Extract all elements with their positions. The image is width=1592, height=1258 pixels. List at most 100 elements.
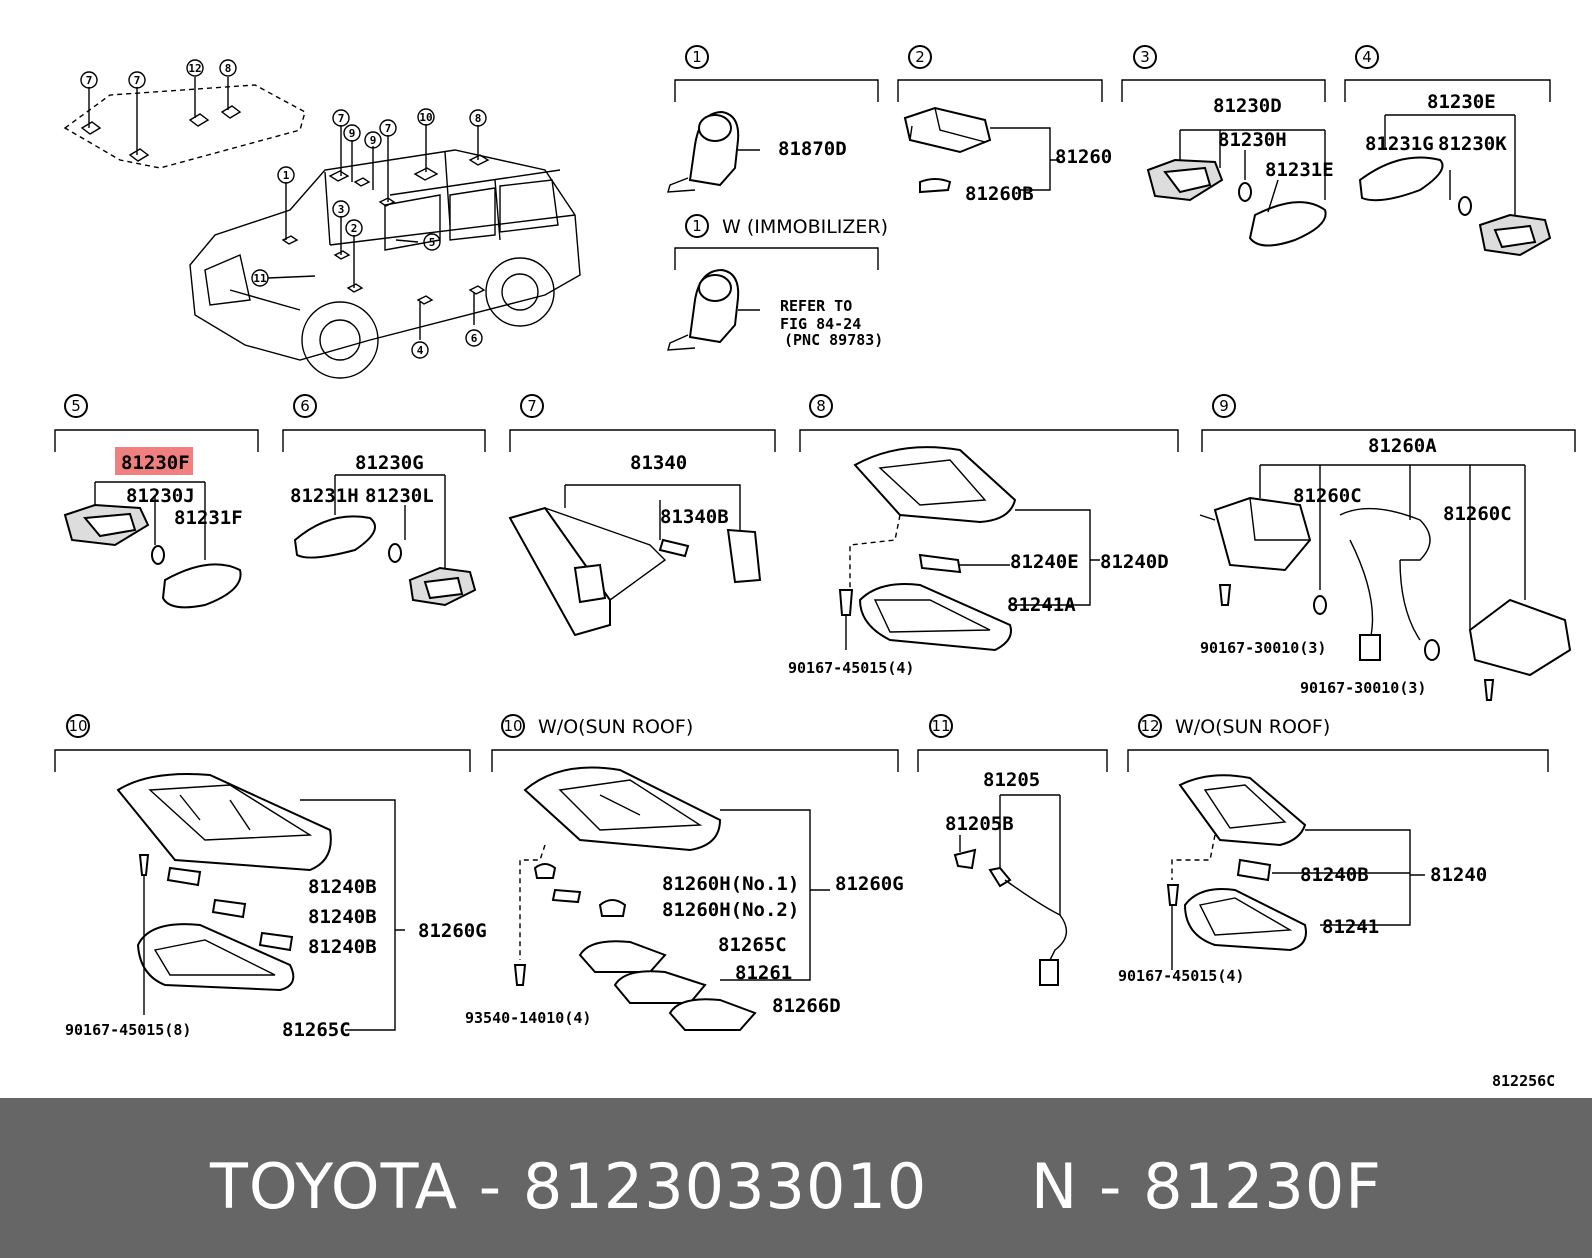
- part-label-81340: 81340: [630, 452, 687, 474]
- part-label-81231F: 81231F: [174, 507, 243, 529]
- part-label-93540-14010: 93540-14010(4): [465, 1009, 591, 1027]
- section-bracket: [509, 429, 776, 452]
- part-label-81230F[interactable]: 81230F: [121, 452, 190, 474]
- footer-ref-prefix: N -: [1030, 1150, 1144, 1223]
- callout-number: 8: [475, 112, 482, 125]
- section-10-header: 10: [54, 714, 471, 772]
- section-8-header: 8: [799, 394, 1179, 452]
- map-lamp-wire-11: [953, 794, 1068, 986]
- part-label-81240B-2: 81240B: [308, 906, 377, 928]
- part-highlight: [115, 447, 193, 475]
- section-bracket: [674, 79, 879, 102]
- part-label-81260C-right: 81260C: [1443, 503, 1512, 525]
- section-number: 8: [816, 397, 826, 415]
- callout-circle: [251, 269, 269, 287]
- section-number-circle: [520, 394, 544, 418]
- roof-lamp-markers: [80, 105, 242, 162]
- section-2-header: 2: [897, 45, 1103, 102]
- section-number-circle: [64, 394, 88, 418]
- callout-number: 11: [253, 272, 267, 285]
- section-number: 4: [1362, 48, 1372, 66]
- part-label-81230K: 81230K: [1438, 133, 1507, 155]
- callout-circle: [219, 59, 237, 77]
- section-bracket: [54, 749, 471, 772]
- vehicle-body: [189, 149, 581, 361]
- part-label-81230J: 81230J: [126, 485, 195, 507]
- part-label-90167-45015-12: 90167-45015(4): [1118, 967, 1244, 985]
- part-label-81260G: 81260G: [418, 920, 487, 942]
- footer-ref: 81230F: [1143, 1150, 1382, 1223]
- callout-circle: [332, 200, 350, 218]
- part-label-81240: 81240: [1430, 864, 1487, 886]
- section-number-circle: [501, 714, 525, 738]
- part-label-81260A: 81260A: [1368, 435, 1437, 457]
- callout-number: 1: [283, 169, 290, 182]
- dome-lamp-10: [116, 773, 405, 1031]
- callout-circle: [411, 341, 429, 359]
- callout-number: 8: [225, 62, 232, 75]
- callout-number: 5: [429, 236, 436, 249]
- vehicle-lamp-markers: [281, 154, 490, 305]
- callout-number: 3: [338, 203, 345, 216]
- front-wheel: [301, 301, 379, 379]
- vehicle-overview: [63, 77, 581, 379]
- callout-leaders: [88, 77, 479, 340]
- footer-separator: -: [458, 1150, 523, 1223]
- section-number-circle: [908, 45, 932, 69]
- part-label-90167-45015-4: 90167-45015(4): [788, 659, 914, 677]
- courtesy-lamp-6: [293, 474, 477, 607]
- part-label-81266D: 81266D: [772, 995, 841, 1017]
- vehicle-front: [204, 254, 301, 311]
- section-number: 10: [68, 717, 87, 735]
- part-label-81260G-b: 81260G: [835, 873, 904, 895]
- part-label-81231E: 81231E: [1265, 159, 1334, 181]
- callout-circle: [465, 329, 483, 347]
- part-label-81870D: 81870D: [778, 138, 847, 160]
- footer-brand: TOYOTA: [210, 1150, 459, 1223]
- section-bracket: [917, 749, 1108, 772]
- refer-label-line1: REFER TO: [780, 297, 852, 315]
- callout-number: 9: [349, 127, 356, 140]
- section-number-circle: [1355, 45, 1379, 69]
- section-number: 10: [503, 717, 522, 735]
- part-illustrations: [63, 106, 1572, 1031]
- callout-number: 7: [338, 112, 345, 125]
- part-label-81230G: 81230G: [355, 452, 424, 474]
- footer-part-number: 8123033010: [522, 1150, 928, 1223]
- section-bracket: [799, 429, 1179, 452]
- callout-number: 7: [385, 122, 392, 135]
- callout-number: 9: [370, 134, 377, 147]
- part-label-81265C: 81265C: [282, 1019, 351, 1041]
- section-number: 2: [915, 48, 925, 66]
- section-number: 1: [692, 48, 702, 66]
- callout-number: 10: [419, 111, 432, 124]
- part-label-81230L: 81230L: [365, 485, 434, 507]
- section-7-header: 7: [509, 394, 776, 452]
- courtesy-lamp-4: [1358, 114, 1552, 257]
- part-label-81260H-no1: 81260H(No.1): [662, 873, 799, 895]
- part-label-81340B: 81340B: [660, 506, 729, 528]
- section-title: W (IMMOBILIZER): [722, 216, 888, 238]
- section-bracket: [897, 79, 1103, 102]
- callout-circle: [277, 166, 295, 184]
- refer-label-line3: (PNC 89783): [784, 331, 883, 349]
- section-number-circle: [929, 714, 953, 738]
- roof-panel-outline: [63, 84, 306, 169]
- section-number: 3: [1140, 48, 1150, 66]
- section-4-header: 4: [1344, 45, 1551, 102]
- callout-circle: [469, 109, 487, 127]
- part-label-81231H: 81231H: [290, 485, 359, 507]
- callout-number: 7: [134, 74, 141, 87]
- part-label-81205B: 81205B: [945, 813, 1014, 835]
- callout-circle: [343, 124, 361, 142]
- drawing-code: 812256C: [1492, 1072, 1555, 1090]
- dome-lamp-12: [1166, 774, 1425, 970]
- callout-number: 4: [417, 344, 424, 357]
- section-number-circle: [1212, 394, 1236, 418]
- section-number-circle: [809, 394, 833, 418]
